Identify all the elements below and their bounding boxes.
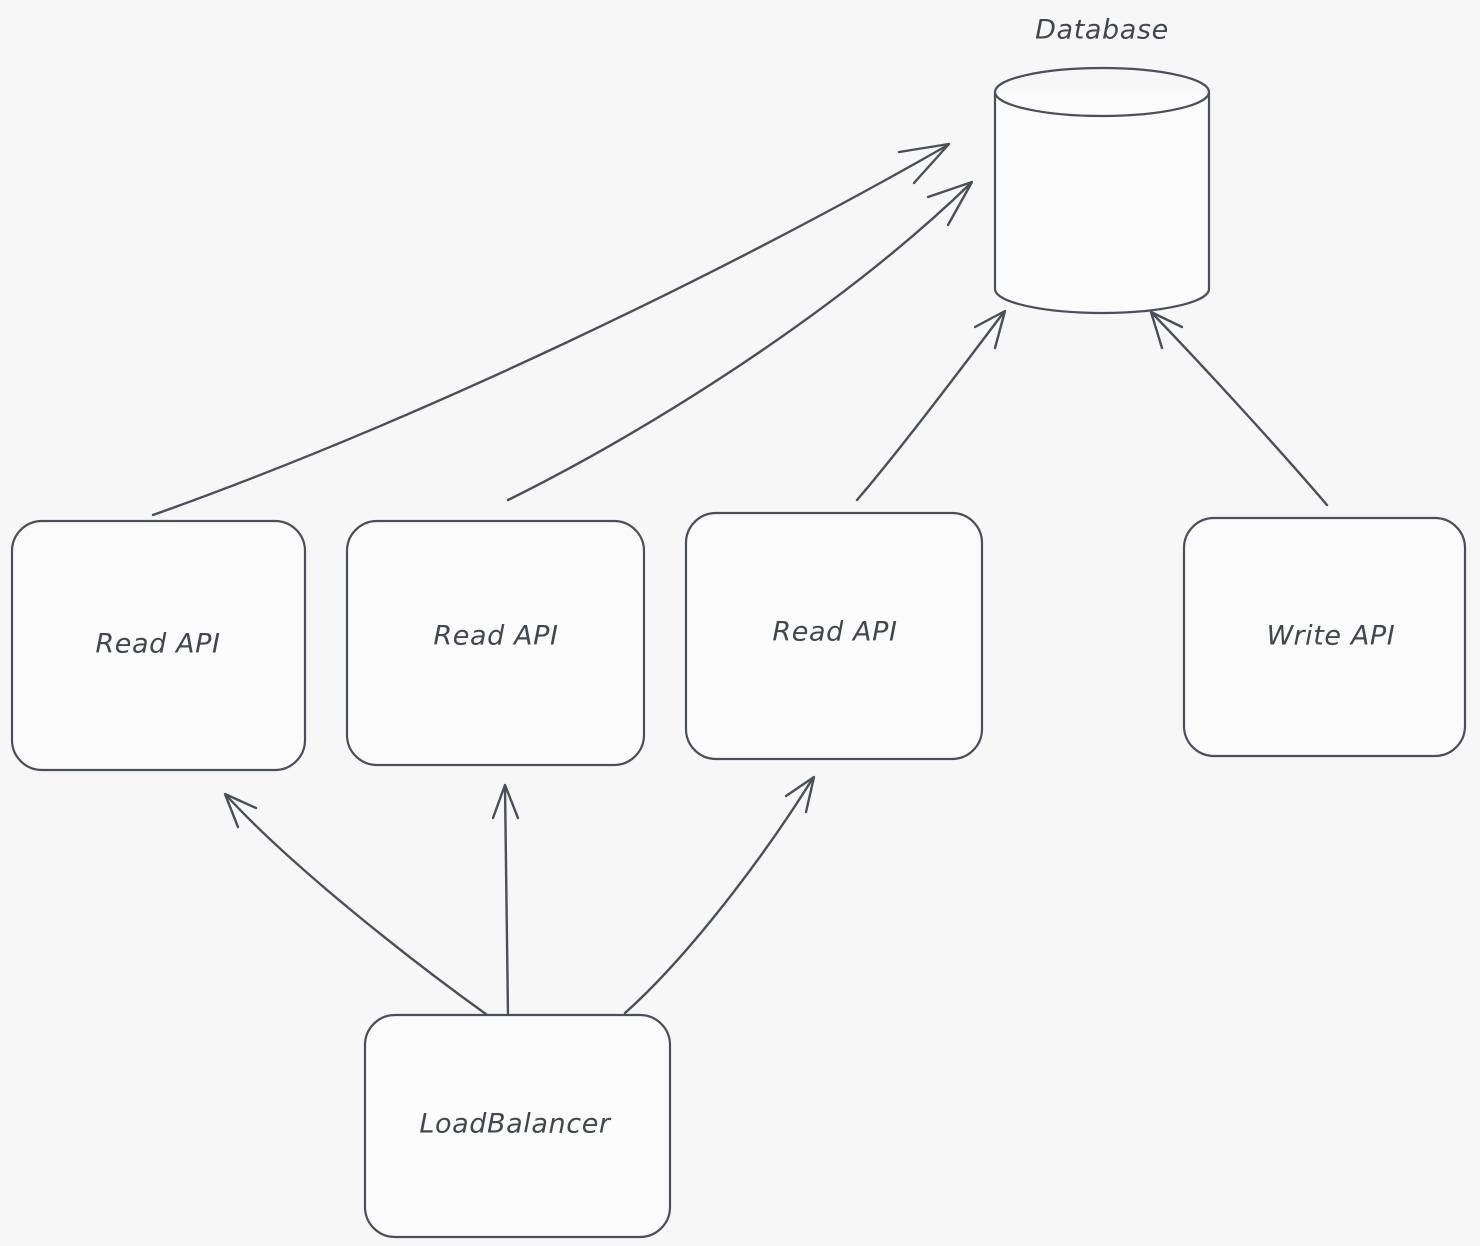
node-write-api[interactable]: Write API	[1182, 516, 1467, 758]
load-balancer-box[interactable]	[363, 1013, 672, 1239]
load-balancer-label: LoadBalancer	[419, 1109, 612, 1140]
database-node[interactable]: Database	[993, 15, 1211, 315]
database-label: Database	[1035, 15, 1169, 46]
node-read-api-1[interactable]: Read API	[10, 519, 307, 772]
edge-read-api-2-to-database[interactable]	[506, 180, 974, 502]
edge-loadbalancer-to-read-api-3[interactable]	[623, 775, 816, 1015]
edge-read-api-3-to-database[interactable]	[855, 309, 1007, 502]
edge-read-api-1-to-database[interactable]	[151, 142, 951, 517]
read-api-2-box[interactable]	[345, 519, 646, 767]
node-load-balancer[interactable]: LoadBalancer	[363, 1013, 672, 1239]
read-api-3-box[interactable]	[684, 511, 984, 761]
read-api-1-box[interactable]	[10, 519, 307, 772]
edge-loadbalancer-to-read-api-1[interactable]	[223, 792, 492, 1019]
edge-loadbalancer-to-read-api-2[interactable]	[491, 783, 520, 1018]
read-api-2-label: Read API	[433, 621, 558, 652]
read-api-1-label: Read API	[95, 629, 220, 660]
edge-write-api-to-database[interactable]	[1149, 310, 1329, 507]
write-api-label: Write API	[1267, 621, 1396, 652]
node-read-api-2[interactable]: Read API	[345, 519, 646, 767]
write-api-box[interactable]	[1182, 516, 1467, 758]
node-read-api-3[interactable]: Read API	[684, 511, 984, 761]
read-api-3-label: Read API	[772, 617, 897, 648]
